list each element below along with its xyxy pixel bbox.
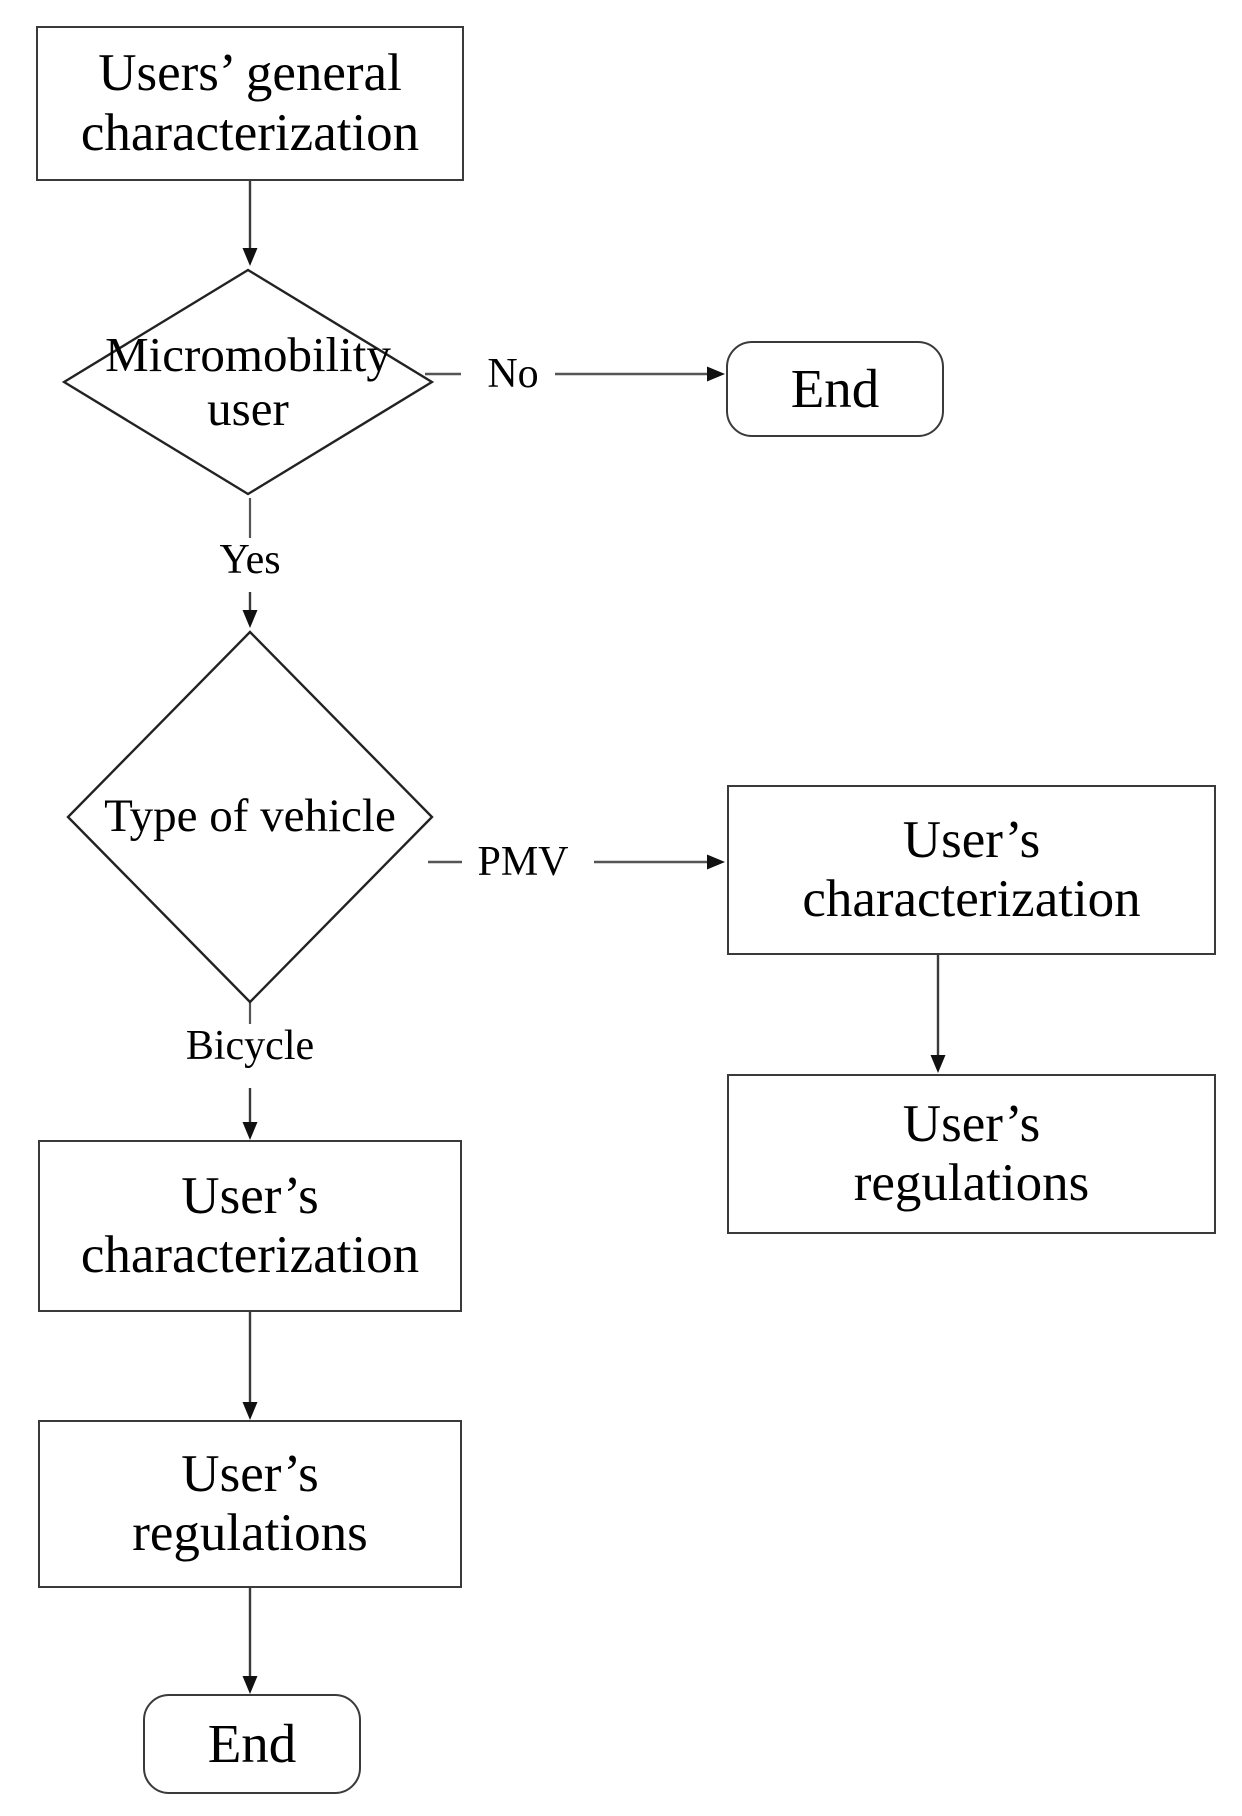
edge-label-yes: Yes [219, 537, 281, 583]
edge-type-of-vehicle-to-pmv-characterization [594, 854, 730, 870]
diamond-shape-type-of-vehicle [66, 630, 434, 1004]
node-bicycle-user-characterization[interactable]: User’s characterization [38, 1140, 462, 1312]
node-pmv-user-regulations[interactable]: User’s regulations [727, 1074, 1216, 1234]
node-users-general-characterization[interactable]: Users’ general characterization [36, 26, 464, 181]
node-bicycle-user-regulations[interactable]: User’s regulations [38, 1420, 462, 1588]
node-type-of-vehicle[interactable]: Type of vehicle [66, 630, 434, 1004]
edge-label-bicycle: Bicycle [185, 1023, 315, 1069]
edge-start-to-micromobility [230, 180, 270, 270]
edge-micromobility-to-end-no [555, 366, 730, 382]
edge-type-of-vehicle-to-bicycle-characterization [230, 1088, 270, 1144]
edge-type-of-vehicle-pmv-stub [428, 856, 472, 868]
edge-bicycle-regulations-to-end-line [230, 1588, 270, 1698]
edge-micromobility-no-stub [425, 368, 470, 380]
node-label-type-of-vehicle: Type of vehicle [104, 790, 396, 843]
node-pmv-user-characterization[interactable]: User’s characterization [727, 785, 1216, 955]
diamond-shape-micromobility [62, 268, 434, 496]
node-label-micromobility-user: Micromobility user [105, 327, 391, 436]
edge-pmv-characterization-to-regulations [918, 953, 958, 1077]
edge-label-pmv: PMV [477, 839, 569, 885]
node-end-no[interactable]: End [726, 341, 944, 437]
node-end-bicycle[interactable]: End [143, 1694, 361, 1794]
edge-micromobility-yes-stub [230, 498, 270, 542]
edge-micromobility-to-type-of-vehicle [230, 592, 270, 632]
edge-label-no: No [487, 351, 539, 397]
node-micromobility-user[interactable]: Micromobility user [62, 268, 434, 496]
edge-bicycle-characterization-to-regulations [230, 1310, 270, 1424]
